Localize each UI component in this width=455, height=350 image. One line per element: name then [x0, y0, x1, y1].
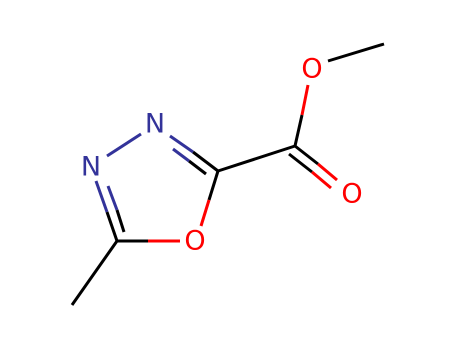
atom-nitrogen-lower: N: [81, 152, 101, 183]
bond-ester-methyl: [327, 42, 385, 63]
bond-n-lower-c5-inner-black: [115, 209, 126, 233]
atom-ester-oxygen: O: [301, 54, 322, 85]
bond-ring-c2-n-upper-inner-black: [188, 159, 207, 176]
bond-ester-o-carbonyl-c-black: [293, 114, 304, 147]
bond-n-lower-c5-inner-blue: [106, 185, 119, 211]
bond-ring-c2-n-upper-blue: [169, 134, 194, 154]
atom-nitrogen-upper: N: [145, 109, 165, 140]
bond-c5-methyl: [70, 240, 119, 306]
bond-ring-c2-n-upper-black: [192, 150, 219, 173]
bond-carbonyl-double-b-red: [311, 170, 332, 190]
bond-ester-o-carbonyl-c-red: [300, 84, 310, 116]
bond-ring-c2-ring-o-black: [207, 170, 220, 201]
bond-n-upper-n-lower: [106, 132, 142, 158]
bond-ring-c2-ring-o-red: [199, 199, 211, 227]
bond-ring-c2-carbonyl-c: [217, 144, 296, 173]
bond-n-lower-c5-black: [105, 211, 119, 242]
bond-carbonyl-double-b-black: [288, 152, 313, 174]
atom-ring-oxygen: O: [184, 226, 205, 257]
bond-ring-c2-n-upper-inner-blue: [172, 147, 190, 163]
bond-carbonyl-double-a-red: [317, 162, 338, 182]
bond-carbonyl-double-a-black: [294, 144, 319, 166]
atom-carbonyl-oxygen: O: [341, 179, 362, 210]
bond-n-lower-c5-blue: [94, 180, 109, 213]
